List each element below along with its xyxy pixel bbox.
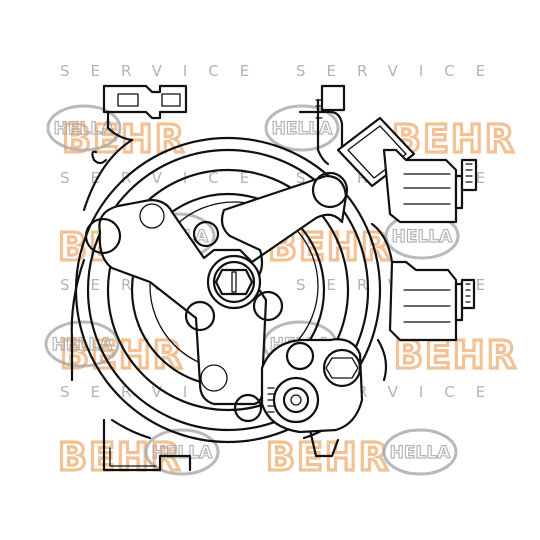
service-watermark-row-1: SERVICE SERVICE [60, 62, 506, 80]
behr-watermark: BEHR [62, 117, 186, 161]
hella-logo: HELLA [46, 104, 122, 152]
compressor-housing [70, 138, 350, 472]
refrigerant-port-lower [370, 222, 476, 382]
valve-boss [285, 341, 315, 371]
hub-rivet [252, 290, 284, 322]
control-valve-assembly [260, 338, 364, 434]
hella-logo-text: HELLA [392, 227, 454, 247]
hub-bolt-hole [84, 217, 122, 255]
valve-nut [322, 348, 362, 388]
hub-rivet [184, 300, 216, 332]
valve-fitting-core [282, 386, 310, 414]
hella-logo-text: HELLA [54, 119, 116, 139]
hub-rivet [139, 203, 165, 229]
hella-logo-text: HELLA [390, 443, 452, 463]
clutch-pulley [74, 136, 382, 444]
hella-logo: HELLA [382, 428, 458, 476]
shaft-nut [206, 254, 262, 310]
hella-logo-text: HELLA [272, 119, 334, 139]
hella-logo-text: HELLA [52, 335, 114, 355]
hub-rivet [200, 364, 228, 392]
hub-bolt-hole [311, 171, 349, 209]
hub-bolt-hole [233, 393, 263, 423]
top-mounting-bracket [102, 84, 346, 166]
hella-logo-text: HELLA [152, 443, 214, 463]
pulley-inner-rim [86, 148, 370, 432]
hella-logo: HELLA [144, 428, 220, 476]
pulley-outer-rim [74, 136, 382, 444]
hub-rivet [192, 220, 220, 248]
behr-watermark: BEHR [60, 333, 184, 377]
pulley-groove [106, 168, 350, 412]
refrigerant-port-upper [336, 116, 478, 224]
